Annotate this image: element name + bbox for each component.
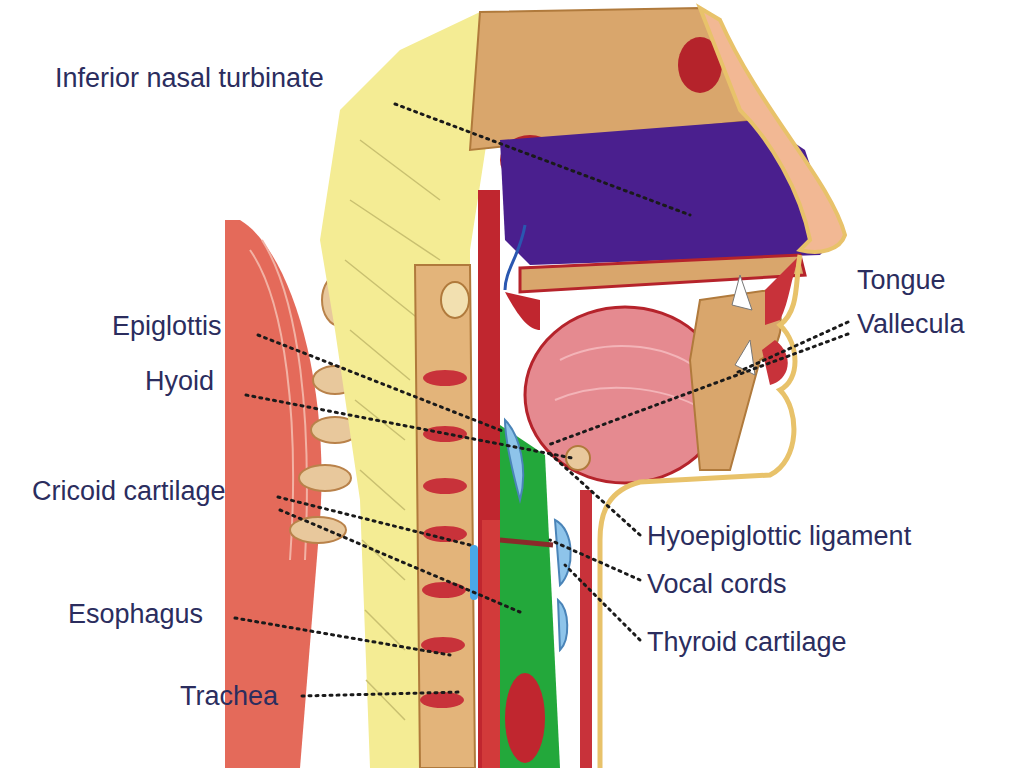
pharynx-wall <box>478 190 500 768</box>
part-label: Thyroid cartilage <box>647 626 847 658</box>
nose <box>700 8 845 252</box>
part-label: Inferior nasal turbinate <box>55 62 324 94</box>
part-label: Vallecula <box>857 308 965 340</box>
part-label: Cricoid cartilage <box>32 475 226 507</box>
dorsal-tissue <box>320 12 490 768</box>
part-label: Vocal cords <box>647 568 787 600</box>
part-label: Trachea <box>180 680 278 712</box>
part-label: Tongue <box>857 264 946 296</box>
part-label: Epiglottis <box>112 310 222 342</box>
part-label: Esophagus <box>68 598 203 630</box>
part-label: Hyoepiglottic ligament <box>647 520 911 552</box>
leader-lines <box>235 104 848 696</box>
part-label: Hyoid <box>145 365 214 397</box>
